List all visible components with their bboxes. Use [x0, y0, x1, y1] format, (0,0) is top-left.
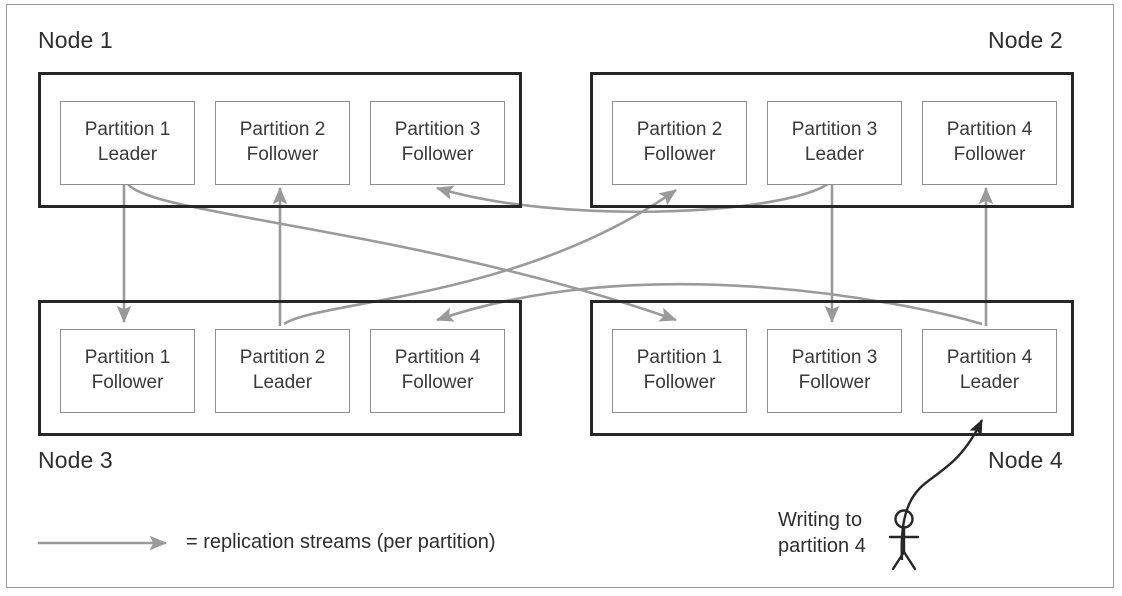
- partition-cell[interactable]: Partition 3 Leader: [767, 101, 902, 185]
- partition-cell[interactable]: Partition 2 Follower: [215, 101, 350, 185]
- partition-name: Partition 4: [946, 119, 1033, 141]
- partition-role: Follower: [798, 372, 871, 393]
- partition-name: Partition 4: [946, 347, 1033, 369]
- partition-cell[interactable]: Partition 4 Follower: [370, 329, 505, 413]
- partition-name: Partition 2: [239, 119, 326, 141]
- partition-cell[interactable]: Partition 3 Follower: [767, 329, 902, 413]
- partition-cell[interactable]: Partition 2 Leader: [215, 329, 350, 413]
- node-container-node-3[interactable]: Partition 1 Follower Partition 2 Leader …: [38, 300, 522, 436]
- partition-cell[interactable]: Partition 1 Follower: [60, 329, 195, 413]
- partition-role: Follower: [401, 372, 474, 393]
- partition-name: Partition 1: [84, 119, 171, 141]
- partition-cell[interactable]: Partition 4 Follower: [922, 101, 1057, 185]
- partition-name: Partition 1: [84, 347, 171, 369]
- writer-line-2: partition 4: [778, 535, 866, 557]
- partition-name: Partition 4: [394, 347, 481, 369]
- partition-role: Follower: [246, 144, 319, 165]
- partition-role: Leader: [97, 144, 158, 165]
- partition-cell[interactable]: Partition 3 Follower: [370, 101, 505, 185]
- node-container-node-2[interactable]: Partition 2 Follower Partition 3 Leader …: [590, 72, 1074, 208]
- partition-name: Partition 3: [791, 119, 878, 141]
- partition-cell[interactable]: Partition 1 Leader: [60, 101, 195, 185]
- writer-annotation: Writing to partition 4: [778, 507, 866, 559]
- partition-role: Follower: [91, 372, 164, 393]
- node-container-node-4[interactable]: Partition 1 Follower Partition 3 Followe…: [590, 300, 1074, 436]
- partition-role: Follower: [953, 144, 1026, 165]
- partition-role: Leader: [959, 372, 1020, 393]
- partition-role: Follower: [643, 144, 716, 165]
- partition-name: Partition 2: [239, 347, 326, 369]
- partition-name: Partition 3: [394, 119, 481, 141]
- partition-role: Follower: [643, 372, 716, 393]
- partition-role: Follower: [401, 144, 474, 165]
- partition-role: Leader: [804, 144, 865, 165]
- node-label-node-1: Node 1: [38, 27, 113, 53]
- partition-role: Leader: [252, 372, 313, 393]
- partition-name: Partition 2: [636, 119, 723, 141]
- partition-name: Partition 1: [636, 347, 723, 369]
- partition-name: Partition 3: [791, 347, 878, 369]
- partition-cell[interactable]: Partition 2 Follower: [612, 101, 747, 185]
- legend-label: = replication streams (per partition): [186, 531, 496, 553]
- writer-line-1: Writing to: [778, 509, 863, 531]
- node-label-node-3: Node 3: [38, 447, 113, 473]
- node-label-node-4: Node 4: [988, 447, 1063, 473]
- node-container-node-1[interactable]: Partition 1 Leader Partition 2 Follower …: [38, 72, 522, 208]
- node-label-node-2: Node 2: [988, 27, 1063, 53]
- partition-cell[interactable]: Partition 1 Follower: [612, 329, 747, 413]
- partition-cell[interactable]: Partition 4 Leader: [922, 329, 1057, 413]
